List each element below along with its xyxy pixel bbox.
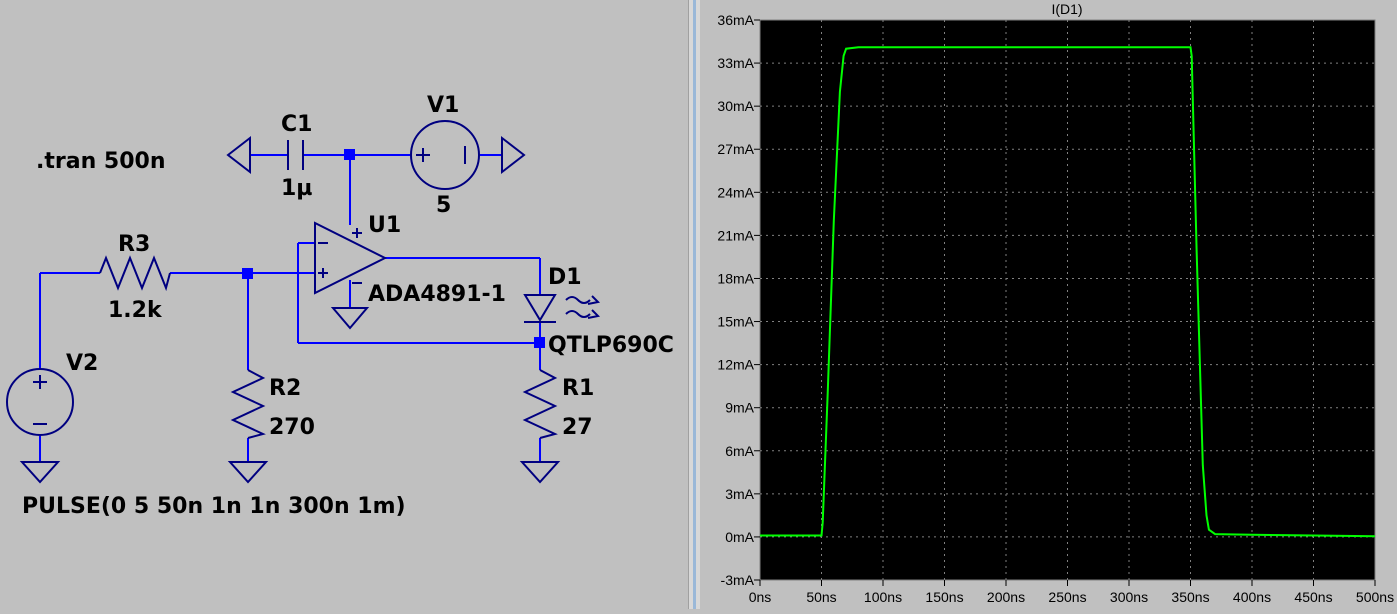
c1-name[interactable]: C1 (281, 112, 312, 137)
opamp-icon (314, 221, 388, 295)
y-tick-label: 33mA (717, 55, 754, 71)
directive-text[interactable]: .tran 500n (36, 149, 165, 174)
ground-arrow-left-icon (226, 135, 251, 175)
y-tick-label: 24mA (717, 184, 754, 200)
waveform-pane[interactable]: -3mA 0mA 3mA 6mA 9mA 12mA 15mA 18mA 21mA 24mA 27mA… (700, 0, 1397, 609)
x-tick-label: 100ns (864, 589, 902, 605)
plot-area[interactable] (759, 19, 1376, 581)
r3-value[interactable]: 1.2k (108, 298, 163, 323)
u1-value[interactable]: ADA4891-1 (368, 282, 506, 307)
y-tick-label: 3mA (725, 486, 754, 502)
r3-name[interactable]: R3 (118, 232, 150, 257)
x-tick-label: 200ns (987, 589, 1025, 605)
y-tick-label: -3mA (721, 572, 755, 588)
ground-v2-icon (19, 461, 61, 484)
r2-resistor-icon (230, 369, 266, 439)
pane-splitter[interactable] (688, 0, 701, 609)
x-tick-label: 50ns (806, 589, 836, 605)
waveform-plot[interactable]: -3mA 0mA 3mA 6mA 9mA 12mA 15mA 18mA 21mA 24mA 27mA… (700, 0, 1397, 609)
trace-i-d1[interactable] (760, 46, 1376, 538)
u1-name[interactable]: U1 (368, 213, 401, 238)
y-axis: -3mA 0mA 3mA 6mA 9mA 12mA 15mA 18mA 21mA 24mA 27mA… (717, 12, 760, 588)
components (6, 120, 601, 484)
ground-opamp-icon (330, 307, 370, 330)
ground-arrow-right-icon (501, 135, 526, 175)
x-axis: 0ns 50ns 100ns 150ns 200ns 250ns 300ns 350ns 400… (749, 580, 1394, 605)
y-tick-label: 27mA (717, 141, 754, 157)
y-tick-label: 18mA (717, 270, 754, 286)
ground-r1-icon (519, 461, 561, 484)
y-tick-label: 21mA (717, 227, 754, 243)
r2-value[interactable]: 270 (269, 415, 315, 440)
ground-r2-icon (227, 461, 269, 484)
y-tick-label: 9mA (725, 400, 754, 416)
d1-name[interactable]: D1 (548, 265, 582, 290)
y-tick-label: 15mA (717, 314, 754, 330)
x-tick-label: 250ns (1048, 589, 1086, 605)
x-tick-label: 450ns (1294, 589, 1332, 605)
y-tick-label: 6mA (725, 443, 754, 459)
v1-source-icon (410, 120, 480, 190)
x-tick-label: 350ns (1171, 589, 1209, 605)
x-tick-label: 300ns (1110, 589, 1148, 605)
r1-resistor-icon (522, 369, 558, 439)
v1-value[interactable]: 5 (436, 193, 451, 218)
r1-name[interactable]: R1 (562, 376, 594, 401)
junctions (242, 149, 545, 348)
schematic-pane[interactable]: .tran 500n C1 1µ V1 5 U1 ADA4891-1 R3 1.… (0, 0, 688, 609)
d1-value[interactable]: QTLP690C (548, 333, 674, 358)
trace-label[interactable]: I(D1) (1051, 1, 1082, 17)
r3-resistor-icon (99, 255, 171, 292)
y-tick-label: 0mA (725, 529, 754, 545)
v2-source-icon (6, 368, 74, 436)
r2-name[interactable]: R2 (269, 376, 301, 401)
schematic-canvas[interactable]: .tran 500n C1 1µ V1 5 U1 ADA4891-1 R3 1.… (0, 0, 688, 609)
x-tick-label: 500ns (1356, 589, 1394, 605)
x-tick-label: 400ns (1233, 589, 1271, 605)
x-tick-label: 0ns (749, 589, 772, 605)
r1-value[interactable]: 27 (562, 415, 593, 440)
v1-name[interactable]: V1 (427, 93, 459, 118)
y-tick-label: 36mA (717, 12, 754, 28)
y-tick-label: 12mA (717, 357, 754, 373)
y-tick-label: 30mA (717, 98, 754, 114)
v2-name[interactable]: V2 (66, 351, 98, 376)
grid (759, 19, 1376, 581)
d1-led-icon (523, 294, 557, 322)
x-tick-label: 150ns (925, 589, 963, 605)
c1-value[interactable]: 1µ (281, 176, 313, 201)
v2-value[interactable]: PULSE(0 5 50n 1n 1n 300n 1m) (22, 494, 406, 519)
